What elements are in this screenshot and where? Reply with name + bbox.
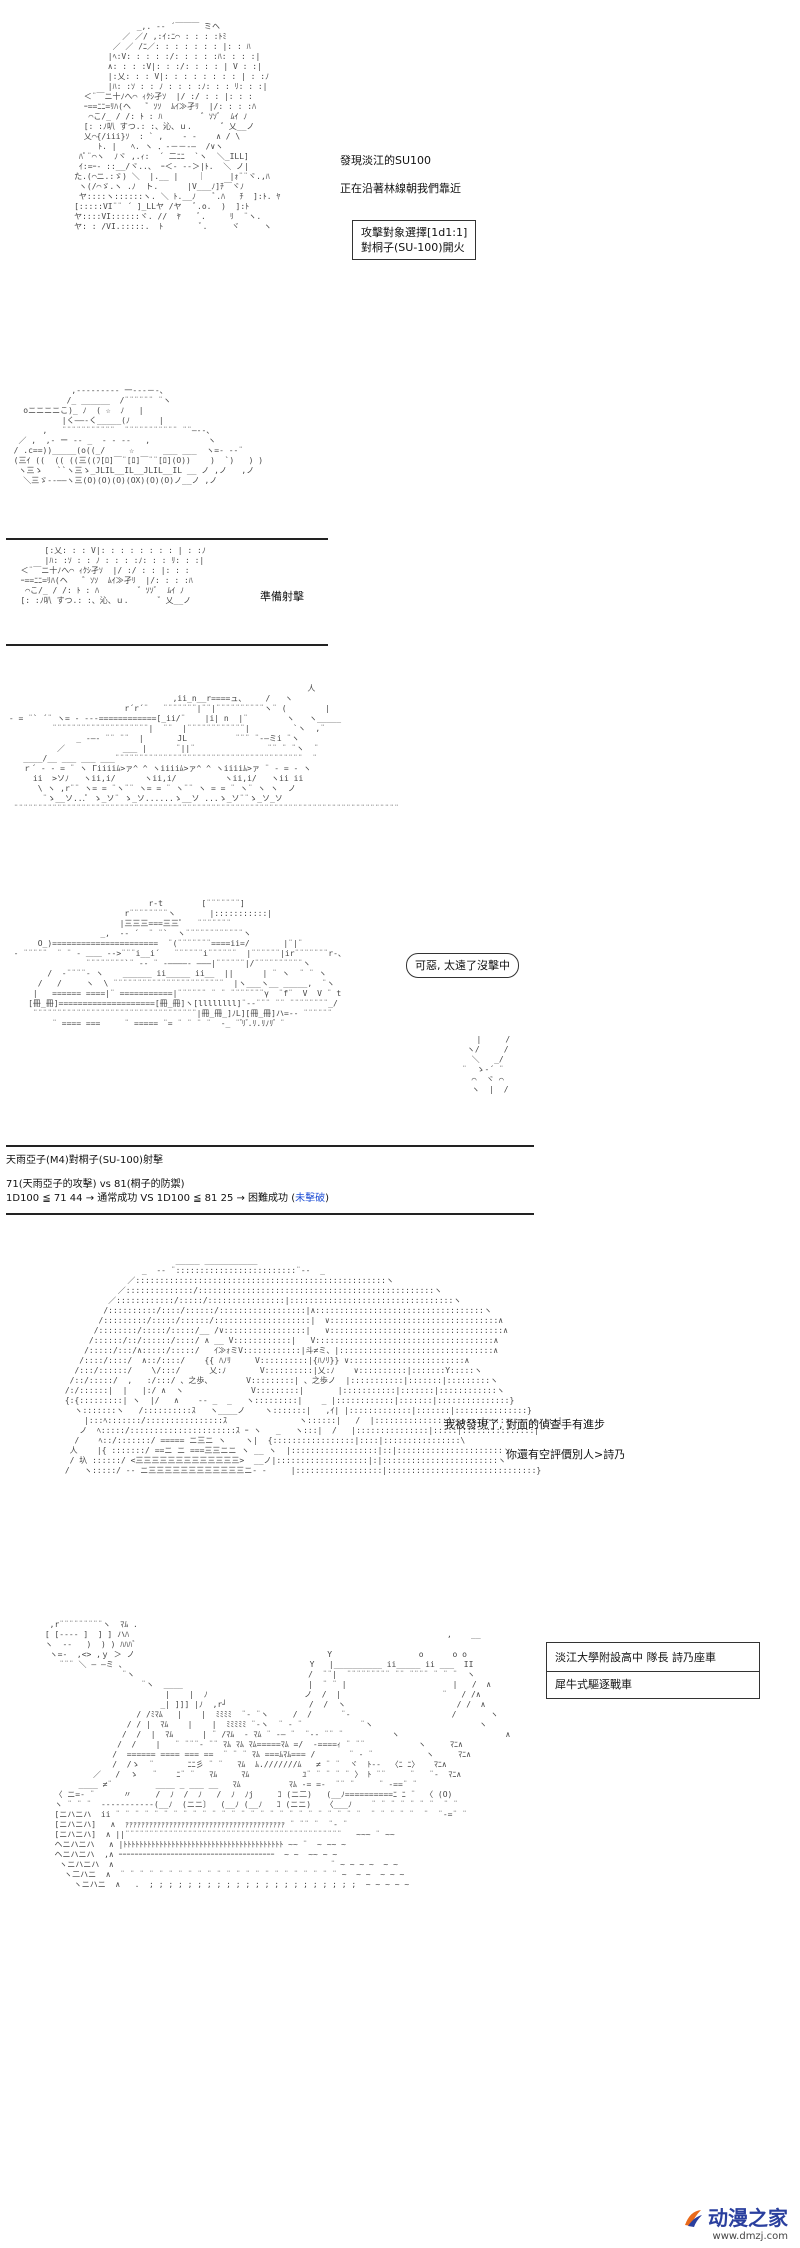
ascii-art-explosion: | / ヽ/ / ＼ _/ ¨ ゝ‐´ ¨ ⌒ ヾ ⌒ ヽ | /: [462, 1035, 511, 1094]
panel5-text-line1: 我被發現了, 對面的偵查手有進步: [444, 1418, 605, 1431]
panel4-roll-prefix: 1D100 ≦ 71 44 → 通常成功 VS 1D100 ≦ 81 25 → …: [6, 1193, 296, 1204]
panel4-divider-bottom: [6, 1213, 534, 1215]
watermark-logo-row: 动漫之家: [682, 2202, 788, 2231]
panel-2-tank-crew: ,--------‐ 一‐‐‐－‐、 /_ ______ /¨¨¨¨¨¨ ¨ヽ …: [0, 378, 800, 658]
panel1-target-box: 攻擊對象選擇[1d1:1] 對桐子(SU-100)開火: [352, 220, 477, 260]
site-watermark: 动漫之家 www.dmzj.com: [682, 2202, 788, 2242]
panel5-text-line2: 你還有空評價別人>詩乃: [506, 1448, 626, 1461]
watermark-logo-icon: [685, 2210, 702, 2227]
panel4-divider-top: [6, 1145, 534, 1147]
panel2-caption: 準備射擊: [260, 590, 304, 603]
panel-3-tank-firing: 人 ,ii_n__r====ュ、 / ヽ r´r´¨ ¨¨¨¨¨¨¨|¨¨|¨¨…: [0, 680, 800, 890]
panel1-text-line2: 正在沿著林線朝我們靠近: [340, 182, 461, 195]
ascii-art-commander: [:乂: : : V|: : : : : : : : | : :ﾉ |ﾊ: :ｿ…: [20, 546, 206, 605]
panel-5-girl-closeup: _____ ___________ _ -‐ ¨::::::::::::::::…: [0, 1240, 800, 1580]
panel-1-soldiers: _,. -‐ ´￣￣￣ ̄ミヘ ／ ／/ ,:ｲ:ﾆ⌒ : : : :ﾄﾐ ／ …: [0, 0, 800, 360]
panel4-roll-suffix: ): [325, 1193, 330, 1204]
panel1-box-line1: 攻擊對象選擇[1d1:1]: [361, 226, 468, 239]
panel6-box-line2: 犀牛式驅逐戰車: [555, 1678, 632, 1691]
panel4-roll-result: 未擊破: [295, 1193, 326, 1204]
ascii-art-soldiers: _,. -‐ ´￣￣￣ ̄ミヘ ／ ／/ ,:ｲ:ﾆ⌒ : : : :ﾄﾐ ／ …: [74, 22, 281, 231]
panel6-unit-box: 淡江大學附設高中 隊長 詩乃座車 犀牛式驅逐戰車: [546, 1642, 760, 1699]
panel-6-tank-destroyer: ,r¨¨¨¨¨¨¨¨¨ヽ ﾏﾑ . [ [---- ] ] ] ハﾊ , __ …: [0, 1600, 800, 2248]
ascii-art-sherman: r-t [¨¨¨¨¨¨¨] r¨¨¨¨¨¨¨¨ヽ |:::::::::::| |…: [13, 899, 346, 1028]
watermark-logo-text: 动漫之家: [708, 2206, 788, 2230]
panel4-attack-title: 天雨亞子(M4)對桐子(SU-100)射擊: [6, 1155, 163, 1166]
panel1-text-line1: 發現淡江的SU100: [340, 154, 432, 167]
panel2-divider-bottom: [6, 644, 328, 646]
watermark-url: www.dmzj.com: [712, 2231, 788, 2242]
ascii-art-tank-firing: 人 ,ii_n__r====ュ、 / ヽ r´r´¨ ¨¨¨¨¨¨¨|¨¨|¨¨…: [8, 684, 399, 813]
ascii-art-tank-m4: ,--------‐ 一‐‐‐－‐、 /_ ______ /¨¨¨¨¨¨ ¨ヽ …: [13, 386, 264, 485]
panel-4-sherman-miss: r-t [¨¨¨¨¨¨¨] r¨¨¨¨¨¨¨¨ヽ |:::::::::::| |…: [0, 895, 800, 1225]
panel4-speech-bubble: 可惡, 太遠了沒擊中: [406, 953, 519, 978]
panel4-roll-line2: 1D100 ≦ 71 44 → 通常成功 VS 1D100 ≦ 81 25 → …: [6, 1189, 329, 1204]
panel6-box-line1: 淡江大學附設高中 隊長 詩乃座車: [555, 1651, 716, 1664]
panel1-box-line2: 對桐子(SU-100)開火: [361, 241, 465, 254]
ascii-art-girl-closeup: _____ ___________ _ -‐ ¨::::::::::::::::…: [64, 1256, 563, 1475]
panel2-divider-top: [6, 538, 328, 540]
panel4-roll-line1: 71(天雨亞子的攻擊) vs 81(桐子的防禦): [6, 1179, 185, 1190]
ascii-art-tank-destroyer: ,r¨¨¨¨¨¨¨¨¨ヽ ﾏﾑ . [ [---- ] ] ] ハﾊ , __ …: [44, 1620, 511, 1889]
